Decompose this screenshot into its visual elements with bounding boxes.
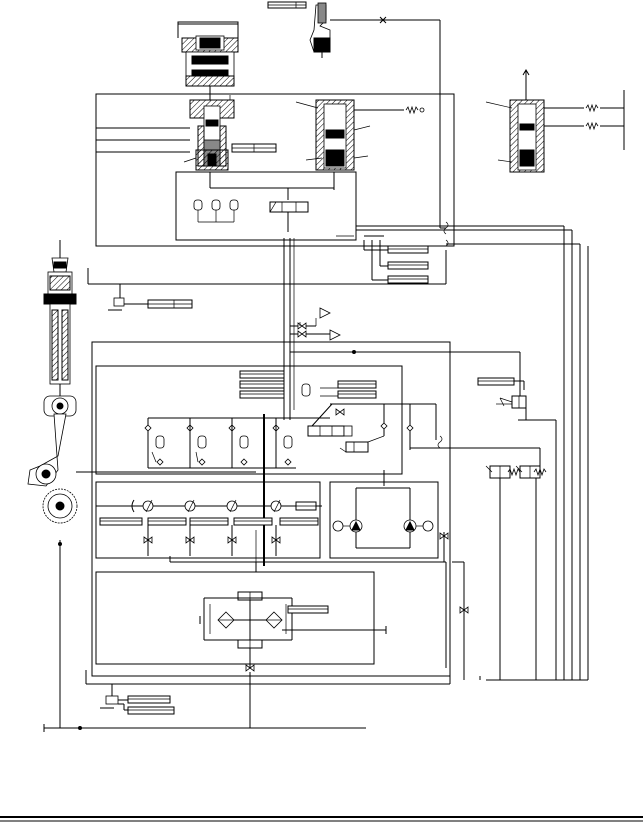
pump-section — [95, 481, 447, 668]
right-side-valves — [477, 246, 589, 681]
pump-head — [177, 21, 239, 100]
bottom-lines — [43, 670, 451, 732]
upper-frame — [95, 93, 455, 247]
vertical-trunk — [283, 238, 341, 420]
top-actuator-assembly — [267, 1, 441, 228]
line-cross-mark — [379, 16, 387, 24]
left-cylinder-block — [96, 99, 277, 171]
control-manifold-box — [95, 350, 540, 566]
right-cylinder — [485, 69, 625, 173]
mid-line-and-left-valve — [87, 250, 447, 311]
footer-rule — [0, 816, 643, 822]
upper-right-pipes — [356, 221, 581, 680]
center-cylinder — [229, 95, 425, 171]
motor-box — [329, 470, 449, 562]
lower-main-frame — [91, 341, 451, 677]
triangle-marker-1 — [319, 307, 331, 319]
upper-control-box — [175, 171, 357, 241]
filter-section — [95, 561, 469, 728]
triangle-marker-2 — [329, 329, 341, 341]
left-mechanism — [27, 240, 256, 728]
